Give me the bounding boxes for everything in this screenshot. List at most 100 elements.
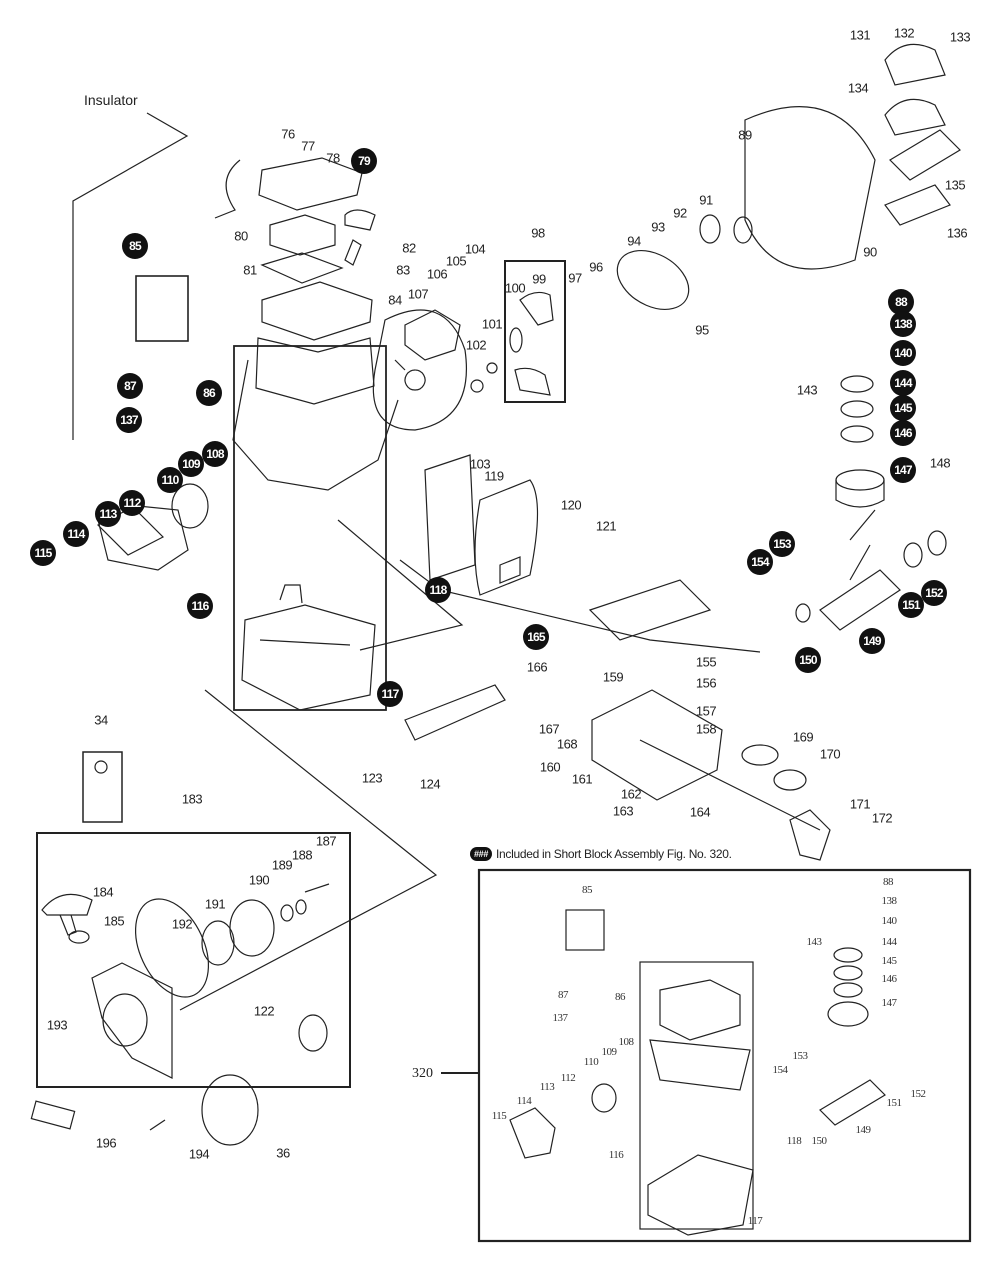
fig320-label: 320 <box>412 1066 433 1081</box>
part-label-193: 193 <box>46 1017 68 1033</box>
part-label-106: 106 <box>426 266 448 282</box>
seal-151 <box>903 542 923 568</box>
part-label-76: 76 <box>281 126 295 142</box>
part-label-77: 77 <box>301 138 315 154</box>
hash-symbol-icon: ### <box>470 847 492 861</box>
inset-part-label-146: 146 <box>881 973 898 985</box>
part-badge-88: 88 <box>888 289 914 315</box>
starter-cover-193 <box>91 962 173 1079</box>
part-label-103: 103 <box>469 456 491 472</box>
inset-part-label-154: 154 <box>772 1064 789 1076</box>
clutch-housing <box>744 106 876 270</box>
part-label-187: 187 <box>315 833 337 849</box>
part-label-120: 120 <box>560 497 582 513</box>
part-badge-116: 116 <box>187 593 213 619</box>
part-badge-118: 118 <box>425 577 451 603</box>
boot-82 <box>344 209 376 231</box>
part-label-81: 81 <box>243 262 257 278</box>
part-label-80: 80 <box>234 228 248 244</box>
bearing-93 <box>699 214 721 244</box>
heat-shield <box>424 454 476 581</box>
handle-clamp-136 <box>884 184 951 226</box>
inset-part-label-137: 137 <box>552 1012 569 1024</box>
part-label-155: 155 <box>695 654 717 670</box>
screw-194 <box>149 1119 166 1131</box>
part-label-159: 159 <box>602 669 624 685</box>
crankshaft <box>819 509 901 631</box>
part-badge-144: 144 <box>890 370 916 396</box>
part-label-136: 136 <box>946 225 968 241</box>
leader-starter <box>179 689 438 1011</box>
part-label-90: 90 <box>863 244 877 260</box>
inset-part-label-145: 145 <box>881 955 898 967</box>
part-label-95: 95 <box>695 322 709 338</box>
inset-ring-145 <box>833 965 863 981</box>
part-label-169: 169 <box>792 729 814 745</box>
part-badge-154: 154 <box>747 549 773 575</box>
part-badge-79: 79 <box>351 148 377 174</box>
inset-gear-109 <box>591 1083 617 1113</box>
short-block-note-text: Included in Short Block Assembly Fig. No… <box>496 847 732 861</box>
clutch-shoe <box>514 291 554 396</box>
pawl-122 <box>298 1014 328 1052</box>
rope-192 <box>135 898 209 998</box>
part-badge-87: 87 <box>117 373 143 399</box>
part-label-191: 191 <box>204 896 226 912</box>
pulley-190 <box>229 899 275 957</box>
part-label-91: 91 <box>699 192 713 208</box>
inset-part-label-152: 152 <box>910 1088 927 1100</box>
ring-146 <box>840 425 874 443</box>
part-label-172: 172 <box>871 810 893 826</box>
inset-part-label-113: 113 <box>539 1081 555 1093</box>
nut-189 <box>280 904 294 922</box>
part-label-34: 34 <box>94 712 108 728</box>
part-badge-151: 151 <box>898 592 924 618</box>
ring-145 <box>840 400 874 418</box>
rocker-arm-box <box>135 275 189 342</box>
insulator-leader <box>72 112 189 440</box>
inset-part-label-150: 150 <box>811 1135 828 1147</box>
part-label-170: 170 <box>819 746 841 762</box>
part-label-122: 122 <box>253 1003 275 1019</box>
ignition-coil-107 <box>404 309 461 361</box>
part-label-185: 185 <box>103 913 125 929</box>
inset-part-label-140: 140 <box>881 915 898 927</box>
part-badge-113: 113 <box>95 501 121 527</box>
inset-crankcase <box>647 1154 754 1236</box>
washer-102 <box>470 379 484 393</box>
part-badge-115: 115 <box>30 540 56 566</box>
starter-handle <box>41 893 93 936</box>
part-label-102: 102 <box>465 337 487 353</box>
inset-part-label-108: 108 <box>618 1036 635 1048</box>
part-label-135: 135 <box>944 177 966 193</box>
crankcase <box>241 584 376 711</box>
inset-part-label-114: 114 <box>516 1095 532 1107</box>
part-badge-112: 112 <box>119 490 145 516</box>
inset-part-label-88: 88 <box>883 876 894 888</box>
valve-cover-78 <box>258 157 363 211</box>
inset-part-label-86: 86 <box>615 991 626 1003</box>
part-label-161: 161 <box>571 771 593 787</box>
gasket-36 <box>201 1074 259 1146</box>
leader-carb <box>639 739 821 831</box>
inset-cylinder <box>649 979 751 1091</box>
inset-part-label-117: 117 <box>747 1215 763 1227</box>
inset-part-label-85: 85 <box>582 884 593 896</box>
part-badge-147: 147 <box>890 457 916 483</box>
part-label-162: 162 <box>620 786 642 802</box>
part-label-168: 168 <box>556 736 578 752</box>
inset-part-label-118: 118 <box>786 1135 802 1147</box>
gear-109 <box>171 483 209 529</box>
muffler <box>474 479 539 596</box>
bearing-91 <box>733 216 753 244</box>
clutch-drum <box>616 250 690 310</box>
part-label-166: 166 <box>526 659 548 675</box>
part-label-84: 84 <box>388 292 402 308</box>
part-badge-153: 153 <box>769 531 795 557</box>
inset-part-label-144: 144 <box>881 936 898 948</box>
part-label-100: 100 <box>504 280 526 296</box>
part-badge-108: 108 <box>202 441 228 467</box>
part-label-78: 78 <box>326 150 340 166</box>
part-label-96: 96 <box>589 259 603 275</box>
starter-assembly-box <box>36 832 351 1088</box>
